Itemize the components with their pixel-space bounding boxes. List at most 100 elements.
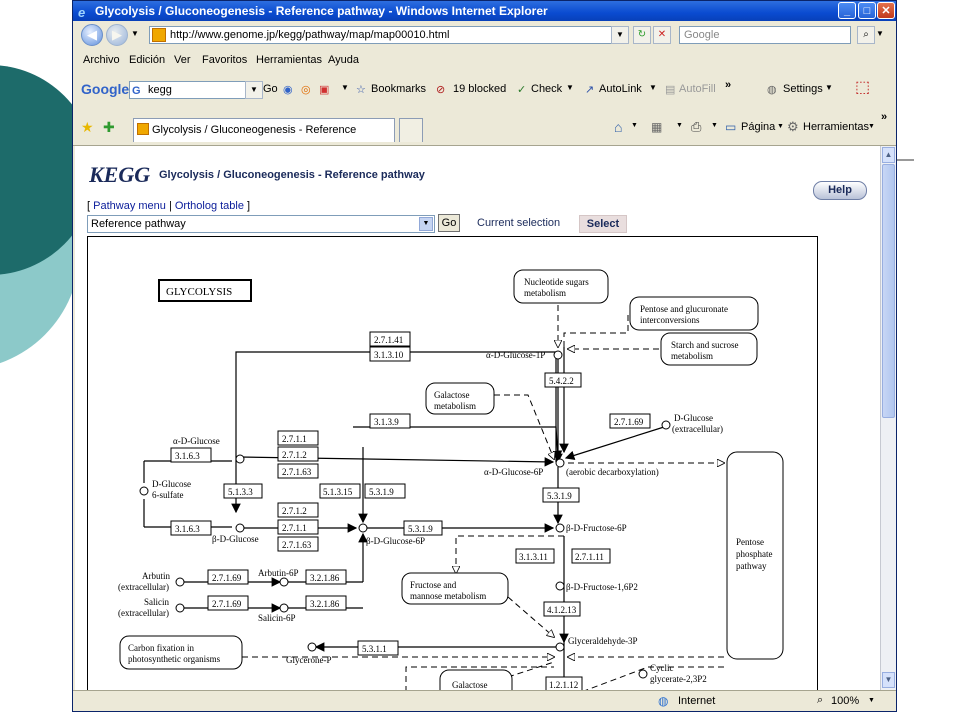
print-icon[interactable]: ⎙ (691, 119, 702, 134)
enzyme-5-3-1-1[interactable]: 5.3.1.1 (362, 644, 387, 654)
menu-ver[interactable]: Ver (174, 54, 191, 66)
address-dropdown-button[interactable]: ▼ (611, 26, 629, 44)
compound-beta-glucose[interactable]: β-D-Glucose (212, 534, 259, 544)
address-field[interactable]: http://www.genome.jp/kegg/pathway/map/ma… (149, 26, 629, 44)
print-dropdown-icon[interactable]: ▼ (711, 122, 718, 129)
stop-button[interactable]: ✕ (653, 26, 671, 44)
enzyme-5-1-3-3[interactable]: 5.1.3.3 (228, 487, 253, 497)
enzyme-3-2-1-86-a[interactable]: 3.2.1.86 (310, 573, 340, 583)
google-go-button[interactable]: Go (263, 83, 278, 95)
fructose-mannose-box[interactable] (401, 572, 509, 605)
enzyme-2-7-1-63-b[interactable]: 2.7.1.63 (282, 540, 312, 550)
popup-blocked-count[interactable]: 19 blocked (453, 83, 507, 95)
enzyme-5-4-2-2[interactable]: 5.4.2.2 (549, 376, 574, 386)
tools-dropdown-icon[interactable]: ▼ (868, 123, 875, 130)
enzyme-3-1-6-3-b[interactable]: 3.1.6.3 (175, 524, 200, 534)
search-button[interactable]: ⌕ (857, 26, 875, 44)
vertical-scrollbar[interactable]: ▲ ▼ (880, 146, 896, 690)
close-button[interactable]: ✕ (877, 2, 895, 19)
compound-fructose-16p2[interactable]: β-D-Fructose-1,6P2 (566, 582, 638, 592)
menu-herramientas[interactable]: Herramientas (256, 54, 323, 66)
chevron-down-icon[interactable]: ▼ (419, 217, 433, 231)
galactose-box[interactable] (425, 382, 495, 415)
enzyme-2-7-1-2-a[interactable]: 2.7.1.2 (282, 450, 307, 460)
menu-archivo[interactable]: Archivo (83, 54, 120, 66)
settings-dropdown-icon[interactable]: ▼ (825, 83, 833, 92)
search-input[interactable]: Google (679, 26, 851, 44)
compound-salicin-1[interactable]: Salicin (144, 597, 169, 607)
toolbar-news-icon[interactable]: ◎ (301, 84, 311, 96)
compound-alpha-glucose-6p[interactable]: α-D-Glucose-6P (484, 467, 543, 477)
help-button[interactable]: Help (813, 181, 867, 200)
compound-glucose-6-sulfate-1[interactable]: D-Glucose (152, 479, 191, 489)
minimize-button[interactable]: _ (838, 2, 856, 19)
compound-glyceraldehyde-3p[interactable]: Glyceraldehyde-3P (568, 636, 637, 646)
feeds-icon[interactable]: ▦ (651, 120, 663, 134)
enzyme-5-3-1-9-c[interactable]: 5.3.1.9 (547, 491, 572, 501)
toolbar-popup-icon[interactable]: ▣ (319, 84, 330, 96)
google-dropdown-button[interactable]: ▼ (245, 81, 263, 99)
menu-edicion[interactable]: Edición (129, 54, 166, 66)
enzyme-3-1-6-3-a[interactable]: 3.1.6.3 (175, 451, 200, 461)
enzyme-2-7-1-2-b[interactable]: 2.7.1.2 (282, 506, 307, 516)
new-tab-button[interactable] (399, 118, 423, 142)
check-button[interactable]: Check (531, 83, 563, 95)
refresh-button[interactable]: ↻ (633, 26, 651, 44)
enzyme-2-7-1-1-a[interactable]: 2.7.1.1 (282, 434, 307, 444)
scroll-down-arrow-icon[interactable]: ▼ (882, 672, 895, 688)
autolink-dropdown-icon[interactable]: ▼ (649, 83, 657, 92)
menu-favoritos[interactable]: Favoritos (202, 54, 248, 66)
bookmarks-star-icon[interactable]: ☆ (356, 84, 366, 96)
enzyme-3-1-3-11[interactable]: 3.1.3.11 (519, 552, 548, 562)
carbon-fixation-box[interactable] (119, 635, 243, 670)
enzyme-3-1-3-10[interactable]: 3.1.3.10 (374, 350, 404, 360)
enzyme-3-2-1-86-b[interactable]: 3.2.1.86 (310, 599, 340, 609)
add-favorite-icon[interactable]: ✚ (103, 119, 115, 135)
tab-glycolysis[interactable]: Glycolysis / Gluconeogenesis - Reference… (133, 118, 395, 158)
compound-alpha-glucose[interactable]: α-D-Glucose (173, 436, 220, 446)
compound-glucose-1p[interactable]: α-D-Glucose-1P (486, 350, 545, 360)
search-options-icon[interactable]: ▼ (876, 29, 884, 38)
home-dropdown-icon[interactable]: ▼ (631, 122, 638, 129)
compound-arbutin-6p[interactable]: Arbutin-6P (258, 568, 299, 578)
autofill-button[interactable]: AutoFill (679, 83, 716, 95)
enzyme-2-7-1-63-a[interactable]: 2.7.1.63 (282, 467, 312, 477)
compound-fructose-6p[interactable]: β-D-Fructose-6P (566, 523, 627, 533)
compound-arbutin-1[interactable]: Arbutin (142, 571, 170, 581)
enzyme-4-1-2-13[interactable]: 4.1.2.13 (547, 605, 577, 615)
compound-cyclic-1[interactable]: Cyclic (650, 663, 674, 673)
feeds-dropdown-icon[interactable]: ▼ (676, 122, 683, 129)
enzyme-2-7-1-69-glucose[interactable]: 2.7.1.69 (614, 417, 644, 427)
favorites-star-icon[interactable]: ★ (81, 119, 94, 135)
page-menu[interactable]: Página (741, 121, 776, 133)
home-icon[interactable]: ⌂ (614, 119, 623, 135)
select-button[interactable]: Select (579, 215, 627, 233)
history-dropdown-icon[interactable]: ▼ (131, 29, 139, 38)
nucleotide-sugars-box[interactable] (513, 269, 609, 304)
enzyme-5-3-1-9-b[interactable]: 5.3.1.9 (408, 524, 433, 534)
enzyme-2-7-1-69-salicin[interactable]: 2.7.1.69 (212, 599, 242, 609)
compound-glycerone-p[interactable]: Glycerone-P (286, 655, 331, 665)
enzyme-2-7-1-11[interactable]: 2.7.1.11 (575, 552, 604, 562)
compound-beta-glucose-6p[interactable]: β-D-Glucose-6P (366, 536, 425, 546)
enzyme-2-7-1-1-b[interactable]: 2.7.1.1 (282, 523, 307, 533)
enzyme-1-2-1-12[interactable]: 1.2.1.12 (549, 680, 578, 690)
bookmarks-button[interactable]: Bookmarks (371, 83, 427, 95)
toolbar-globe-icon[interactable]: ◉ (283, 84, 293, 96)
compound-salicin-6p[interactable]: Salicin-6P (258, 613, 296, 623)
settings-button[interactable]: Settings (783, 83, 823, 95)
tools-menu[interactable]: Herramientas (803, 121, 870, 133)
galactose-bottom-box[interactable] (439, 669, 513, 690)
forward-button[interactable]: ▶ (106, 24, 128, 46)
maximize-button[interactable]: □ (858, 2, 876, 19)
enzyme-2-7-1-41[interactable]: 2.7.1.41 (374, 335, 403, 345)
command-more-button[interactable]: » (881, 111, 888, 123)
google-search-field[interactable]: G kegg (129, 81, 259, 99)
pentose-phosphate-box[interactable] (726, 451, 784, 660)
toolbar-more-button[interactable]: » (725, 79, 732, 91)
starch-sucrose-box[interactable] (660, 332, 758, 366)
menu-ayuda[interactable]: Ayuda (328, 54, 359, 66)
zoom-level[interactable]: 100% (831, 695, 860, 707)
pathway-select[interactable]: Reference pathway ▼ (87, 215, 435, 233)
enzyme-3-1-3-9[interactable]: 3.1.3.9 (374, 417, 399, 427)
